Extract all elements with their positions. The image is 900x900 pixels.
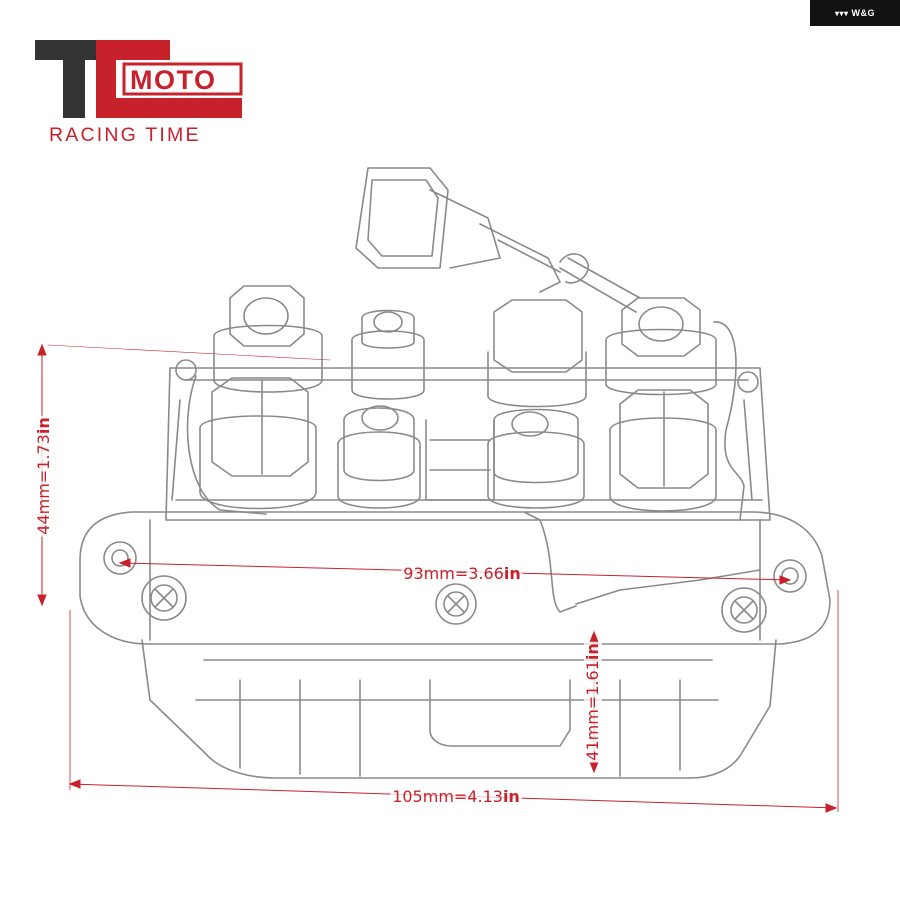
logo-t-stem (63, 40, 85, 118)
logo-moto-word: MOTO (130, 65, 217, 95)
watermark-badge: ▾▾▾ W&G (810, 0, 900, 26)
watermark-text: W&G (851, 8, 876, 18)
logo-tagline: RACING TIME (49, 124, 201, 146)
screws (141, 575, 767, 633)
lower-housing (141, 639, 777, 779)
dimension-height-lower: 41mm=1.61in (583, 641, 602, 763)
wire-connector (355, 167, 641, 313)
dimension-length: 105mm=4.13in (390, 787, 522, 806)
logo-c-shape (96, 40, 242, 118)
mounting-flange (79, 511, 831, 645)
dimension-mount-span: 93mm=3.66in (401, 564, 523, 583)
terminal-posts-back (213, 285, 717, 408)
dimension-height-upper: 44mm=1.73in (34, 415, 53, 537)
top-housing (165, 367, 771, 521)
terminal-posts-front (199, 377, 717, 512)
brand-logo: MOTO (35, 40, 243, 118)
double-v-marks-icon: ▾▾▾ (834, 8, 849, 18)
logo-moto-box (122, 62, 243, 96)
